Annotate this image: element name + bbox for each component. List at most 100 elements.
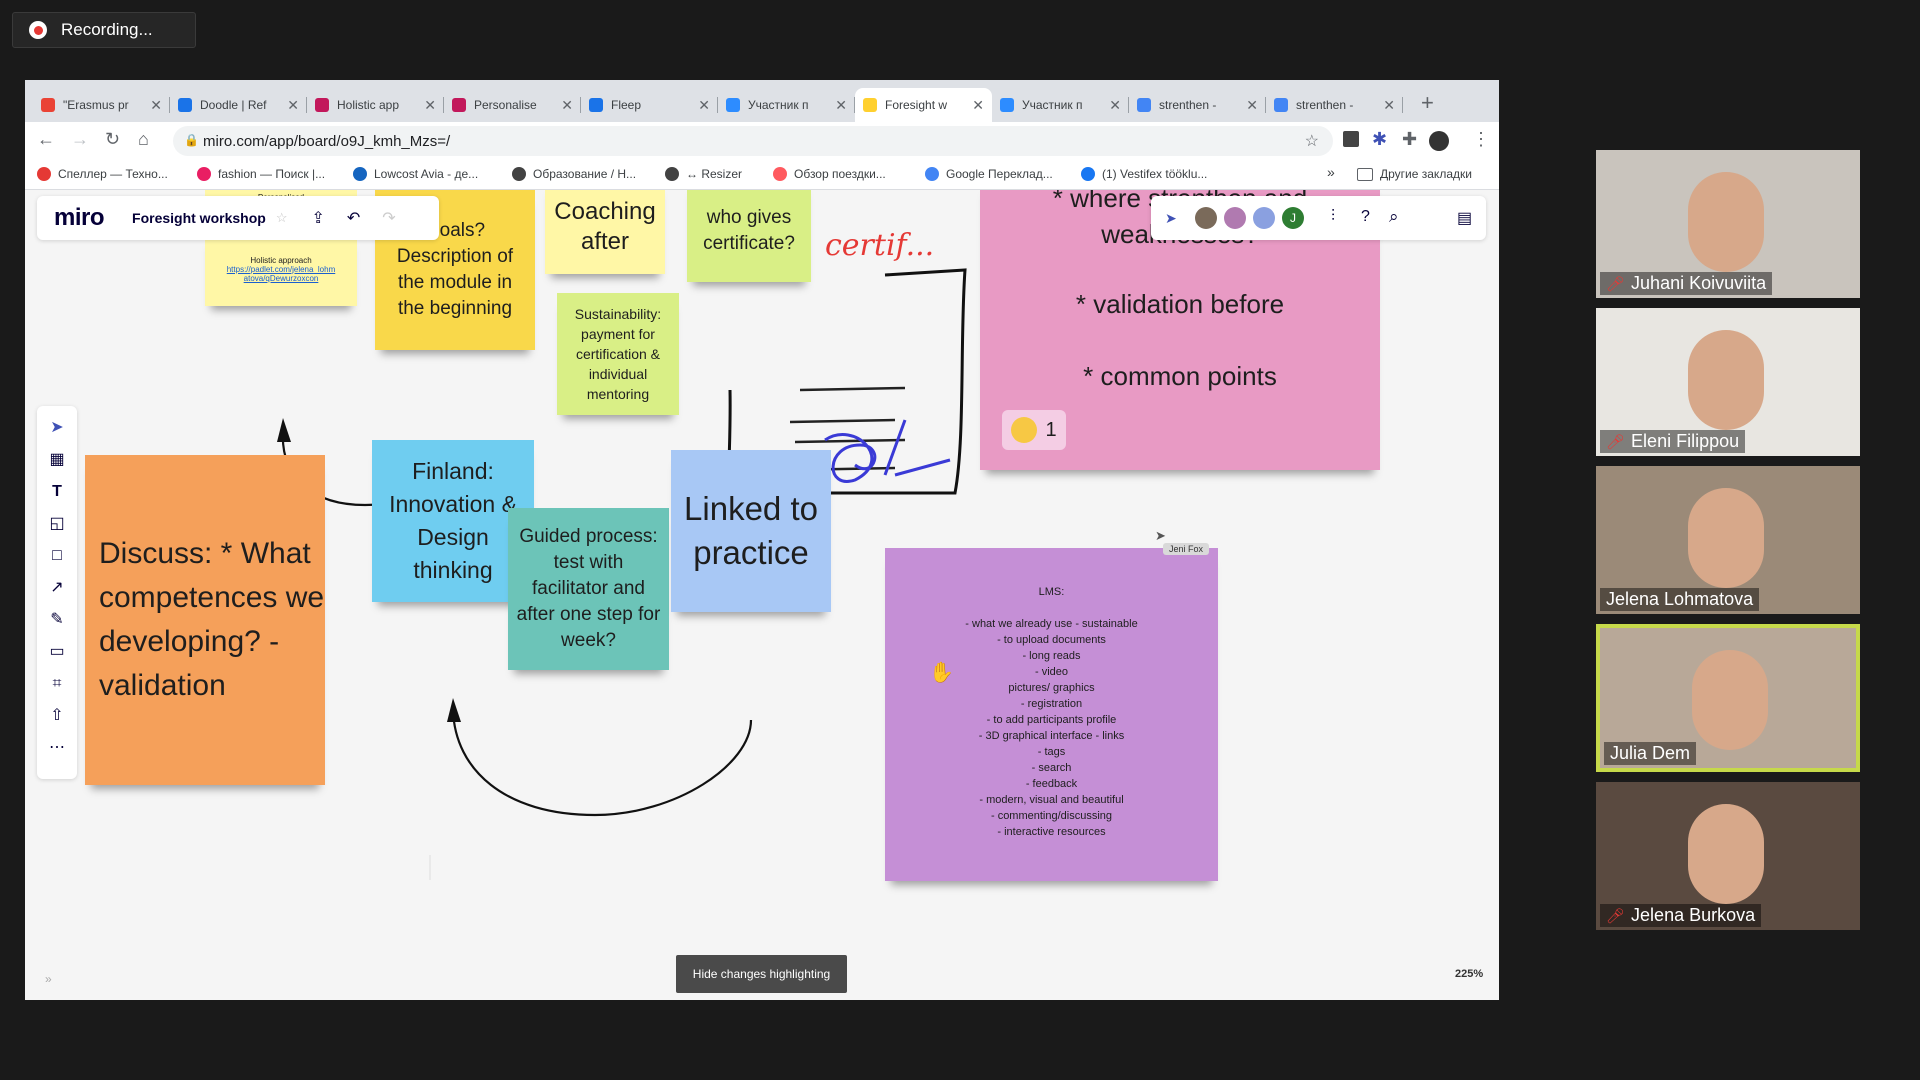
close-tab-icon[interactable]: ✕ <box>424 96 436 113</box>
bookmark-item[interactable]: Образование / Н... <box>512 167 636 181</box>
connector-arrow[interactable] <box>451 709 753 817</box>
comment-icon[interactable]: ▭ <box>49 643 65 660</box>
avatar[interactable]: J <box>1282 207 1304 229</box>
reload-icon[interactable]: ↻ <box>105 129 121 149</box>
browser-tab[interactable]: "Erasmus pr✕ <box>33 88 170 122</box>
profile-avatar[interactable] <box>1429 131 1449 151</box>
bookmark-item[interactable]: (1) Vestifex tööklu... <box>1081 167 1207 181</box>
miro-collab-bar: ➤ J ⫶ ? ⌕ ▤ <box>1151 196 1486 240</box>
avatar[interactable] <box>1253 207 1275 229</box>
share-icon[interactable]: ⇪ <box>311 210 325 227</box>
extension-gear-icon[interactable]: ✱ <box>1372 129 1388 149</box>
handwritten-certif[interactable]: certif... <box>825 228 935 263</box>
participant-video-tile[interactable]: 🎤︎Juhani Koivuviita <box>1596 150 1860 298</box>
close-tab-icon[interactable]: ✕ <box>972 96 984 113</box>
miro-logo[interactable]: miro <box>54 204 105 231</box>
browser-tab[interactable]: Foresight w ✕ <box>855 88 992 122</box>
home-icon[interactable]: ⌂ <box>138 129 149 149</box>
notes-panel-icon[interactable]: ▤ <box>1457 210 1473 227</box>
close-tab-icon[interactable]: ✕ <box>561 96 573 113</box>
sticky-note-finland[interactable]: Finland: Innovation & Design thinking <box>372 440 534 602</box>
bookmarks-bar: Спеллер — Техно... fashion — Поиск |... Lo… <box>25 160 1499 190</box>
close-tab-icon[interactable]: ✕ <box>1246 96 1258 113</box>
cursor-filter-icon[interactable]: ➤ <box>1165 210 1177 226</box>
avatar[interactable] <box>1195 207 1217 229</box>
settings-sliders-icon[interactable]: ⫶ <box>1331 208 1336 225</box>
menu-icon[interactable]: ⋮ <box>1472 129 1490 149</box>
handdrawn-frame <box>727 268 967 495</box>
sticky-note-sustainability[interactable]: Sustainability: payment for certificatio… <box>557 293 679 415</box>
zoom-icon <box>1000 98 1014 112</box>
redo-icon[interactable]: ↷ <box>382 210 396 227</box>
close-tab-icon[interactable]: ✕ <box>698 96 710 113</box>
frame-icon[interactable]: ⌗ <box>52 675 62 692</box>
close-tab-icon[interactable]: ✕ <box>1109 96 1121 113</box>
sticky-note-linked[interactable]: Linked to practice <box>671 450 831 612</box>
bookmark-item[interactable]: fashion — Поиск |... <box>197 167 325 181</box>
note-title: LMS: <box>1038 586 1065 598</box>
text-icon[interactable]: T <box>52 483 62 500</box>
back-icon[interactable]: ← <box>37 129 55 149</box>
help-icon[interactable]: ? <box>1361 208 1370 225</box>
address-bar[interactable]: 🔒 miro.com/app/board/o9J_kmh_Mzs=/ ☆ <box>173 126 1333 156</box>
search-icon[interactable]: ⌕ <box>1389 207 1399 226</box>
new-tab-button[interactable]: + <box>1421 90 1434 115</box>
sticky-note-icon[interactable]: ◱ <box>49 515 65 532</box>
other-bookmarks[interactable]: Другие закладки <box>1357 167 1472 181</box>
star-icon[interactable]: ☆ <box>275 210 288 225</box>
bookmark-item[interactable]: Обзор поездки... <box>773 167 886 181</box>
bookmarks-overflow-icon[interactable]: » <box>1327 164 1335 180</box>
reaction-badge[interactable]: 1 <box>1002 410 1066 450</box>
reaction-count: 1 <box>1045 419 1057 441</box>
sticky-note-goals[interactable]: Goals? Description of the module in the … <box>375 190 535 350</box>
board-name[interactable]: Foresight workshop <box>132 210 266 226</box>
miro-canvas[interactable]: Personalised Holistic approach https://p… <box>25 190 1499 1000</box>
pen-icon[interactable]: ✎ <box>50 611 64 628</box>
sticky-note-discuss[interactable]: Discuss: * What competences we developin… <box>85 455 325 785</box>
participant-video-tile[interactable]: 🎤︎Jelena Burkova <box>1596 782 1860 930</box>
avatar[interactable] <box>1224 207 1246 229</box>
select-icon[interactable]: ➤ <box>50 419 64 436</box>
close-tab-icon[interactable]: ✕ <box>835 96 847 113</box>
miro-top-bar: miro Foresight workshop ☆ ⇪ ↶ ↷ <box>37 196 439 240</box>
hide-changes-button[interactable]: Hide changes highlighting <box>676 955 847 993</box>
sticky-note-guided[interactable]: Guided process: test with facilitator an… <box>508 508 669 670</box>
extension-icon[interactable] <box>1343 131 1359 147</box>
bookmark-item[interactable]: ↔ Resizer <box>665 167 742 181</box>
shape-icon[interactable]: □ <box>52 547 62 564</box>
zoom-level[interactable]: 225% <box>1455 968 1484 980</box>
connector-icon[interactable]: ↗ <box>50 579 64 596</box>
close-tab-icon[interactable]: ✕ <box>287 96 299 113</box>
bookmark-item[interactable]: Спеллер — Техно... <box>37 167 168 181</box>
browser-tab[interactable]: Участник п✕ <box>992 88 1129 122</box>
sticky-note-who-gives[interactable]: who gives certificate? <box>687 190 811 282</box>
bookmark-item[interactable]: Google Переклад... <box>925 167 1053 181</box>
close-tab-icon[interactable]: ✕ <box>1383 96 1395 113</box>
bookmark-item[interactable]: Lowcost Avia - де... <box>353 167 478 181</box>
participant-video-tile[interactable]: 🎤︎Eleni Filippou <box>1596 308 1860 456</box>
undo-icon[interactable]: ↶ <box>346 210 361 227</box>
participant-video-tile[interactable]: Jelena Lohmatova <box>1596 466 1860 614</box>
expand-panel-icon[interactable]: » <box>45 972 52 986</box>
tab-separator <box>1265 97 1266 113</box>
browser-tab[interactable]: Doodle | Ref✕ <box>170 88 307 122</box>
close-tab-icon[interactable]: ✕ <box>150 96 162 113</box>
browser-tab[interactable]: Участник п✕ <box>718 88 855 122</box>
sticky-note-holistic[interactable]: Holistic approach https://padlet.com/jel… <box>205 232 357 306</box>
templates-icon[interactable]: ▦ <box>49 451 65 468</box>
note-link[interactable]: https://padlet.com/jelena_lohmatova/qDew… <box>226 264 336 283</box>
tab-title: Foresight w <box>885 98 948 112</box>
forward-icon[interactable]: → <box>71 129 89 149</box>
browser-tab[interactable]: Personalise✕ <box>444 88 581 122</box>
puzzle-icon[interactable]: ✚ <box>1402 129 1418 149</box>
browser-tab[interactable]: strenthen -✕ <box>1266 88 1403 122</box>
more-tools-icon[interactable]: ⋯ <box>49 739 65 756</box>
browser-tab[interactable]: Fleep✕ <box>581 88 718 122</box>
sticky-note-lms[interactable]: LMS: - what we already use - sustainable… <box>885 548 1218 881</box>
browser-tab[interactable]: Holistic app✕ <box>307 88 444 122</box>
participant-video-tile[interactable]: Julia Dem <box>1596 624 1860 772</box>
sticky-note-coaching[interactable]: Coaching after <box>545 190 665 274</box>
upload-icon[interactable]: ⇧ <box>50 707 64 724</box>
star-icon[interactable]: ☆ <box>1304 133 1319 150</box>
browser-tab[interactable]: strenthen -✕ <box>1129 88 1266 122</box>
